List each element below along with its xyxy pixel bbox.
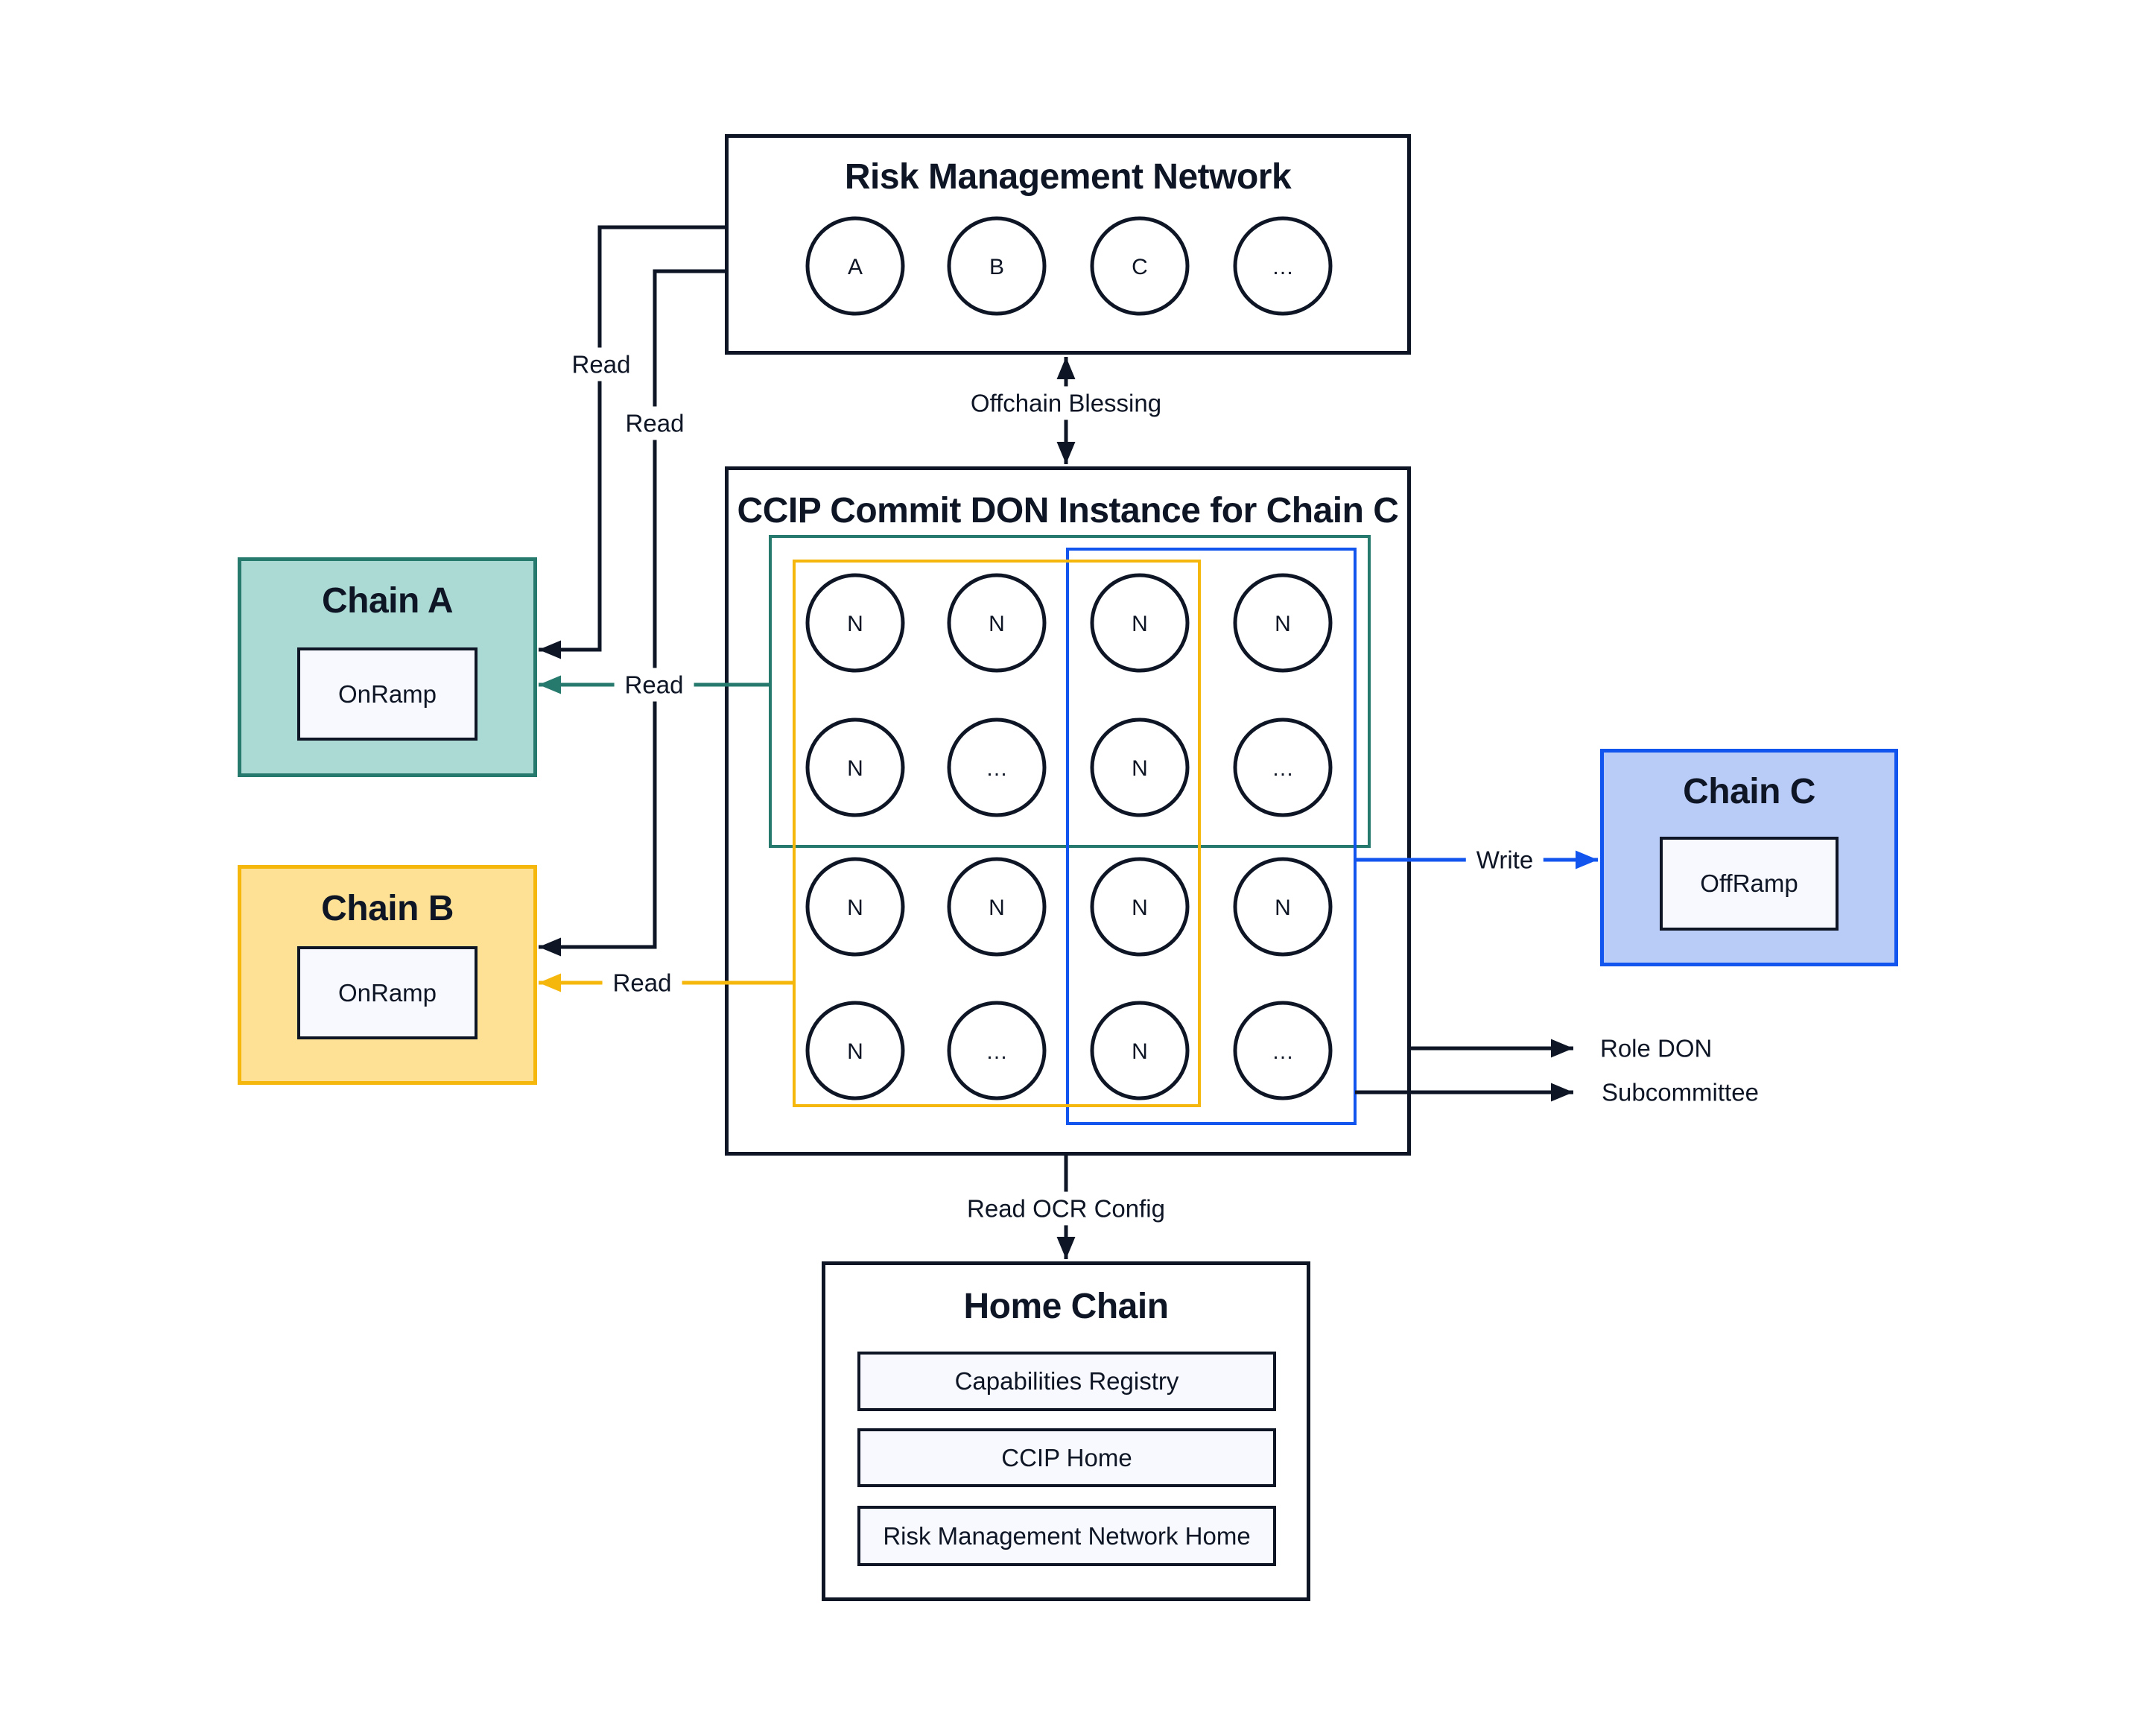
svg-text:N: N bbox=[1275, 896, 1291, 920]
capabilities-registry-contract: Capabilities Registry bbox=[857, 1352, 1276, 1411]
svg-text:…: … bbox=[1272, 756, 1294, 781]
yellow-subcommittee-rect bbox=[793, 560, 1201, 1107]
svg-text:N: N bbox=[847, 1039, 863, 1064]
svg-text:N: N bbox=[1132, 756, 1148, 781]
svg-text:N: N bbox=[847, 896, 863, 920]
don-node: N bbox=[1090, 1001, 1190, 1100]
don-node: N bbox=[1090, 573, 1190, 673]
don-node: N bbox=[947, 857, 1047, 957]
svg-text:…: … bbox=[986, 756, 1008, 781]
don-node: … bbox=[947, 717, 1047, 817]
svg-text:N: N bbox=[1275, 612, 1291, 636]
risk-management-network-title: Risk Management Network bbox=[844, 157, 1292, 197]
svg-text:N: N bbox=[1132, 612, 1148, 636]
chain-c-title: Chain C bbox=[1683, 772, 1815, 811]
chain-b-onramp-contract: OnRamp bbox=[297, 946, 478, 1039]
subcommittee-label: Subcommittee bbox=[1602, 1078, 1759, 1106]
svg-text:A: A bbox=[848, 255, 863, 279]
rmn-node-c: C bbox=[1090, 216, 1190, 316]
read-label-rmn-b: Read bbox=[615, 406, 695, 440]
rmn-node-more: … bbox=[1233, 216, 1333, 316]
don-node: N bbox=[805, 1001, 905, 1100]
role-don-label: Role DON bbox=[1600, 1034, 1713, 1062]
ccip-commit-don-title: CCIP Commit DON Instance for Chain C bbox=[737, 491, 1399, 530]
don-node: N bbox=[1090, 717, 1190, 817]
svg-text:C: C bbox=[1132, 255, 1148, 279]
read-label-don-b: Read bbox=[602, 966, 682, 1000]
chain-a-onramp-contract: OnRamp bbox=[297, 647, 478, 741]
svg-text:…: … bbox=[1272, 255, 1294, 279]
chain-b-title: Chain B bbox=[321, 889, 454, 928]
svg-text:N: N bbox=[989, 896, 1005, 920]
chain-c-offramp-contract: OffRamp bbox=[1660, 837, 1839, 931]
svg-text:B: B bbox=[989, 255, 1004, 279]
svg-text:…: … bbox=[986, 1039, 1008, 1064]
edge-rmn-read-chain-b bbox=[539, 269, 725, 957]
chain-a-title: Chain A bbox=[321, 581, 454, 621]
rmn-node-b: B bbox=[947, 216, 1047, 316]
don-node: … bbox=[1233, 717, 1333, 817]
don-node: N bbox=[805, 717, 905, 817]
rmn-node-a: A bbox=[805, 216, 905, 316]
don-node: … bbox=[1233, 1001, 1333, 1100]
svg-text:N: N bbox=[847, 612, 863, 636]
read-label-don-a: Read bbox=[614, 668, 694, 702]
offchain-blessing-label: Offchain Blessing bbox=[959, 386, 1173, 420]
blue-subcommittee-rect bbox=[1066, 548, 1357, 1125]
don-node: N bbox=[1233, 857, 1333, 957]
read-label-rmn-a: Read bbox=[561, 347, 641, 381]
don-node: N bbox=[1233, 573, 1333, 673]
svg-text:N: N bbox=[847, 756, 863, 781]
risk-management-network-home-contract: Risk Management Network Home bbox=[857, 1506, 1276, 1566]
ccip-home-contract: CCIP Home bbox=[857, 1428, 1276, 1487]
edge-rmn-read-chain-a bbox=[539, 225, 725, 659]
svg-text:…: … bbox=[1272, 1039, 1294, 1064]
don-node: N bbox=[1090, 857, 1190, 957]
svg-text:N: N bbox=[1132, 896, 1148, 920]
write-label: Write bbox=[1465, 843, 1544, 877]
read-ocr-config-label: Read OCR Config bbox=[957, 1191, 1176, 1226]
home-chain-title: Home Chain bbox=[963, 1287, 1169, 1326]
don-node: N bbox=[805, 573, 905, 673]
don-node: N bbox=[947, 573, 1047, 673]
don-node: N bbox=[805, 857, 905, 957]
teal-subcommittee-rect bbox=[769, 535, 1371, 848]
svg-text:N: N bbox=[1132, 1039, 1148, 1064]
svg-text:N: N bbox=[989, 612, 1005, 636]
don-node: … bbox=[947, 1001, 1047, 1100]
